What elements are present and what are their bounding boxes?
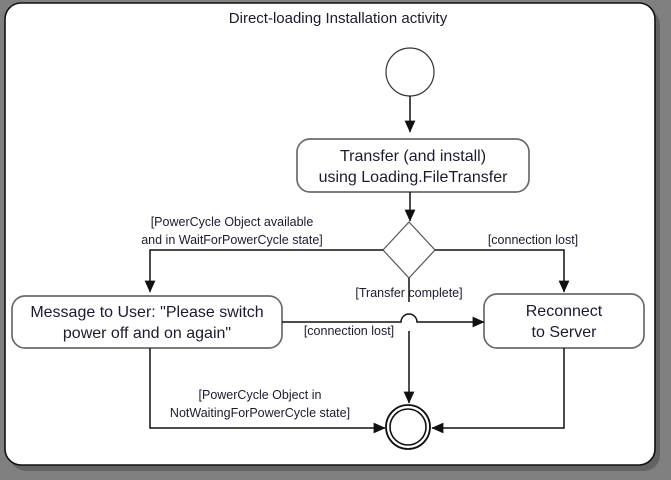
action-message-line1: Message to User: "Please switch <box>30 304 263 321</box>
action-reconnect-line1: Reconnect <box>526 303 603 320</box>
guard-power-cycle-available-line1: [PowerCycle Object available <box>151 215 314 229</box>
flow-decision-to-reconnect <box>435 249 570 293</box>
action-transfer-line2: using Loading.FileTransfer <box>319 169 509 186</box>
flow-message-to-reconnect <box>282 313 485 328</box>
guard-connection-lost-right: [connection lost] <box>488 233 578 247</box>
guard-not-waiting-line2: NotWaitingForPowerCycle state] <box>170 406 350 420</box>
page-title: Direct-loading Installation activity <box>229 10 448 27</box>
initial-node <box>385 47 435 97</box>
action-reconnect-line2: to Server <box>532 324 598 341</box>
guard-power-cycle-available-line2: and in WaitForPowerCycle state] <box>141 233 323 247</box>
flow-message-to-final <box>149 348 386 434</box>
activity-frame <box>4 2 656 466</box>
action-transfer-line1: Transfer (and install) <box>340 148 486 165</box>
flow-decision-to-message <box>144 249 383 293</box>
action-transfer <box>296 138 530 193</box>
flow-reconnect-to-final <box>431 348 565 434</box>
action-message-line2: power off and on again" <box>63 325 231 342</box>
guard-not-waiting-line1: [PowerCycle Object in <box>199 388 322 402</box>
final-node-inner <box>389 408 427 446</box>
guard-connection-lost-middle: [connection lost] <box>304 324 394 338</box>
